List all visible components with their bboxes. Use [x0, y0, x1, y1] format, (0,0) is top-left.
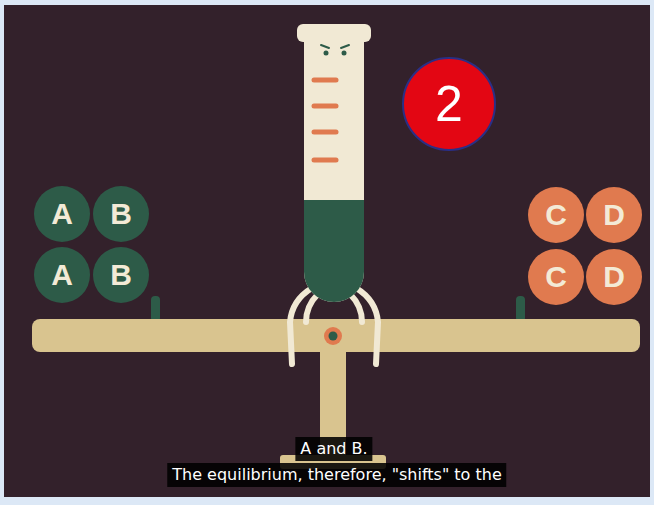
test-tube-body: [304, 40, 364, 302]
eye: [324, 51, 329, 56]
circle-shape: [586, 187, 642, 243]
subtitle-line: The equilibrium, therefore, "shifts" to …: [167, 463, 506, 487]
left-peg: [151, 296, 160, 322]
reactant-molecule: B: [93, 247, 149, 303]
node-label: B: [110, 199, 132, 229]
node-label: A: [51, 199, 73, 229]
subtitle-text: A and B.: [300, 439, 367, 458]
node-label: D: [603, 262, 625, 292]
dark-background: [4, 5, 650, 497]
reactant-molecule: B: [93, 186, 149, 242]
pivot-center: [329, 332, 338, 341]
node-label: B: [110, 260, 132, 290]
test-tube-rim: [297, 24, 371, 42]
eyebrow: [341, 45, 349, 48]
tick: [314, 158, 336, 163]
product-molecule: C: [528, 187, 584, 243]
node-label: C: [545, 200, 567, 230]
node-label: 2: [435, 79, 463, 129]
product-molecule: D: [586, 187, 642, 243]
product-molecule: D: [586, 249, 642, 305]
subtitle-line: A and B.: [295, 437, 372, 461]
balance-beam: [32, 319, 640, 352]
subtitle-text: The equilibrium, therefore, "shifts" to …: [172, 465, 501, 484]
callout-number: 2: [401, 56, 497, 152]
tick: [314, 78, 336, 83]
right-leg: [356, 288, 378, 364]
left-inner-leg: [306, 294, 318, 322]
tube-liquid: [304, 200, 364, 302]
circle-shape: [34, 186, 90, 242]
node-label: D: [603, 200, 625, 230]
circle-shape: [528, 187, 584, 243]
product-molecule: C: [528, 249, 584, 305]
tick: [314, 104, 336, 109]
left-leg: [290, 288, 312, 364]
eyebrow: [321, 45, 329, 48]
reactant-molecule: A: [34, 247, 90, 303]
right-inner-leg: [350, 294, 362, 322]
circle-shape: [93, 186, 149, 242]
circle-shape: [34, 247, 90, 303]
node-label: C: [545, 262, 567, 292]
circle-shape: [586, 249, 642, 305]
tube-face: [321, 45, 349, 56]
circle-shape: [528, 249, 584, 305]
circle-shape: [93, 247, 149, 303]
node-label: A: [51, 260, 73, 290]
tick: [314, 130, 336, 135]
tube-ticks: [314, 80, 336, 160]
eye: [342, 51, 347, 56]
reactant-molecule: A: [34, 186, 90, 242]
right-peg: [516, 296, 525, 322]
pivot-ring: [324, 327, 342, 345]
circle-shape: [403, 58, 495, 150]
